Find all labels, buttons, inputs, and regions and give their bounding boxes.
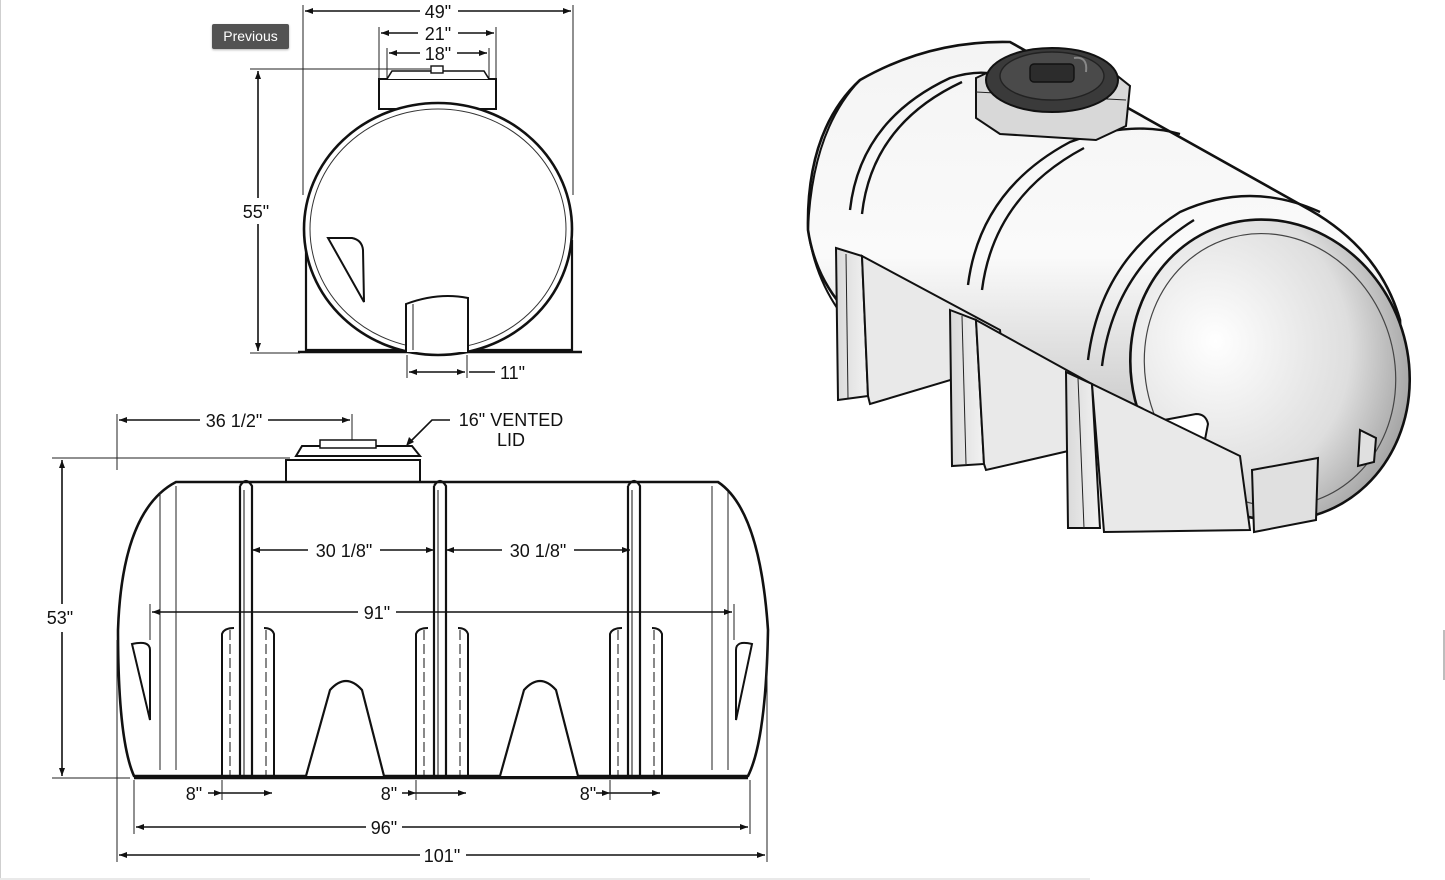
side-view-height-label: 53" xyxy=(47,608,73,628)
leg-width-3-label: 8" xyxy=(580,784,596,804)
end-view-height-label: 55" xyxy=(243,202,269,222)
end-view: 49" 21" 18" 55" xyxy=(243,2,582,383)
bottom-frame-edge xyxy=(0,878,1090,880)
previous-tooltip-button[interactable]: Previous xyxy=(212,24,289,49)
left-frame-edge xyxy=(0,0,1,880)
base-length-label: 96" xyxy=(371,818,397,838)
band-spacing-1-label: 30 1/8" xyxy=(316,541,372,561)
side-view-lid-offset-label: 36 1/2" xyxy=(206,411,262,431)
side-view: 36 1/2" 16" VENTED LID 53" xyxy=(47,410,770,866)
leg-span-label: 91" xyxy=(364,603,390,623)
end-view-width-label: 49" xyxy=(425,2,451,22)
leg-width-1-label: 8" xyxy=(186,784,202,804)
overall-length-label: 101" xyxy=(424,846,460,866)
end-view-lid-label: 18" xyxy=(425,44,451,64)
lid-callout-line1: 16" VENTED xyxy=(459,410,563,430)
end-view-leg-label: 11" xyxy=(500,363,525,383)
right-frame-edge xyxy=(1443,630,1445,680)
end-view-lid-base-label: 21" xyxy=(425,24,451,44)
lid-callout-line2: LID xyxy=(497,430,525,450)
isometric-tank-view xyxy=(806,40,1412,534)
leg-width-2-label: 8" xyxy=(381,784,397,804)
band-spacing-2-label: 30 1/8" xyxy=(510,541,566,561)
